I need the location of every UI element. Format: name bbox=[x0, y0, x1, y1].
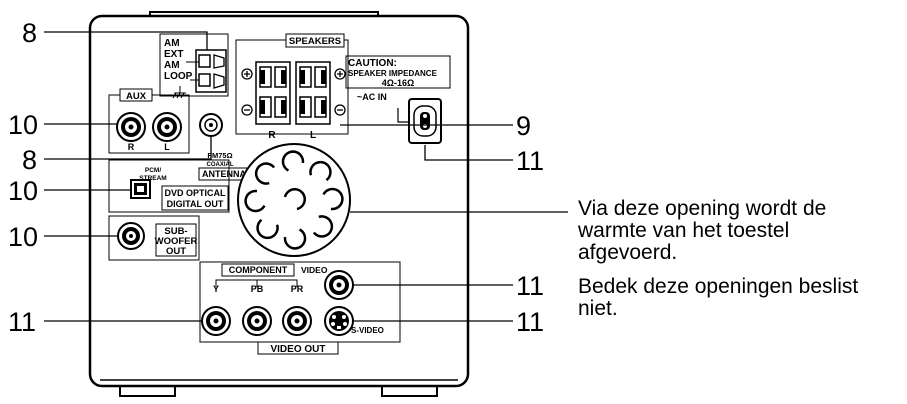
callout-11-video: 11 bbox=[516, 271, 544, 301]
aux-jack-l[interactable] bbox=[152, 112, 182, 142]
callout-leaders bbox=[44, 31, 568, 322]
optical-label-box bbox=[161, 185, 229, 211]
ac-pin-top bbox=[423, 114, 427, 118]
caution-label-box bbox=[345, 55, 451, 89]
vent-description-line-3: afgevoerd. bbox=[578, 241, 678, 264]
fm-label-2: COAXIAL bbox=[207, 162, 234, 168]
component-y-label: Y bbox=[213, 284, 219, 294]
aux-label: AUX bbox=[126, 91, 147, 102]
vent-description-line-1: Via deze opening wordt de bbox=[578, 197, 827, 220]
speaker-l-label: L bbox=[310, 130, 316, 141]
callout-11-s-video: 11 bbox=[516, 307, 544, 337]
subwoofer-jack[interactable] bbox=[117, 222, 145, 250]
pcm-label-2: STREAM bbox=[139, 175, 166, 182]
plus-mark-left bbox=[244, 71, 250, 77]
caution-label-1: CAUTION: bbox=[348, 58, 397, 69]
ac-inlet-bracket bbox=[397, 108, 411, 123]
ac-in-label: ~AC IN bbox=[357, 92, 387, 102]
am-terminal-loop[interactable] bbox=[198, 73, 211, 87]
sub-label-2: WOOFER bbox=[155, 236, 198, 247]
am-terminal-clips bbox=[213, 54, 225, 89]
am-loop-label-2: LOOP bbox=[164, 71, 193, 82]
vent-slot bbox=[254, 162, 276, 185]
vent-slot bbox=[322, 187, 344, 211]
aux-jack-r[interactable] bbox=[116, 112, 146, 142]
video-out-label: VIDEO OUT bbox=[270, 344, 325, 355]
vent-slot bbox=[244, 189, 266, 213]
subwoofer-panel bbox=[108, 215, 200, 261]
sub-label-3: OUT bbox=[166, 246, 186, 257]
callout-8-fm: 8 bbox=[22, 145, 37, 175]
am-loop-label-1: AM bbox=[164, 60, 180, 71]
component-label: COMPONENT bbox=[229, 265, 288, 275]
s-video-label: S-VIDEO bbox=[351, 326, 384, 335]
component-jack-y[interactable] bbox=[201, 306, 231, 336]
antenna-label: ANTENNA bbox=[202, 169, 246, 179]
video-jack[interactable] bbox=[324, 270, 354, 300]
component-jack-pr[interactable] bbox=[282, 306, 312, 336]
video-label: VIDEO bbox=[301, 265, 328, 275]
pcm-label-1: PCM/ bbox=[145, 167, 161, 174]
vent-slot bbox=[309, 160, 332, 182]
vent-description: Via deze opening wordt de warmte van het… bbox=[578, 198, 826, 264]
speakers-label-box bbox=[285, 33, 345, 48]
optical-out-port[interactable] bbox=[130, 179, 151, 199]
vent-slot bbox=[281, 150, 305, 172]
s-video-jack[interactable] bbox=[324, 306, 354, 336]
vent-slot bbox=[283, 228, 307, 250]
vent-warning-line-1: Bedek deze openingen beslist bbox=[578, 275, 859, 298]
callout-11-ac-in: 11 bbox=[516, 146, 544, 176]
component-pb-label: PB bbox=[251, 284, 264, 294]
vent-warning-line-2: niet. bbox=[578, 297, 618, 320]
component-label-box bbox=[221, 263, 295, 277]
am-terminal-ext[interactable] bbox=[198, 54, 211, 68]
aux-l-label: L bbox=[164, 142, 170, 152]
component-pr-label: PR bbox=[291, 284, 304, 294]
optical-label-1: DVD OPTICAL bbox=[164, 188, 226, 198]
vent-slot bbox=[256, 218, 279, 240]
callout-11-component: 11 bbox=[8, 307, 36, 337]
video-out-label-box bbox=[257, 341, 339, 355]
aux-label-box bbox=[119, 88, 153, 102]
vent-slot bbox=[312, 215, 334, 238]
component-jack-pb[interactable] bbox=[242, 306, 272, 336]
speakers-label: SPEAKERS bbox=[289, 36, 341, 47]
callout-9-speakers: 9 bbox=[516, 111, 531, 141]
ventilation-grille bbox=[237, 143, 351, 257]
vent-warning: Bedek deze openingen beslist niet. bbox=[578, 276, 858, 320]
fm-antenna-jack[interactable] bbox=[199, 113, 223, 137]
callout-10-subwoofer: 10 bbox=[8, 222, 38, 252]
fm-label-1: FM75Ω bbox=[207, 151, 232, 160]
am-ext-label-2: EXT bbox=[164, 49, 183, 60]
callout-8-am: 8 bbox=[22, 18, 37, 48]
am-antenna-panel bbox=[159, 33, 229, 97]
callout-10-optical: 10 bbox=[8, 176, 38, 206]
optical-label-2: DIGITAL OUT bbox=[167, 199, 224, 209]
component-bracket bbox=[215, 279, 298, 287]
subwoofer-label-box bbox=[155, 223, 197, 257]
plus-mark-right bbox=[337, 71, 343, 77]
speaker-clip-shading bbox=[260, 70, 326, 114]
speaker-r-label: R bbox=[268, 130, 276, 141]
vent-description-line-2: warmte van het toestel bbox=[578, 219, 790, 242]
sub-label-1: SUB- bbox=[164, 226, 187, 237]
caution-label-3: 4Ω-16Ω bbox=[382, 78, 414, 88]
optical-panel bbox=[108, 159, 230, 213]
vent-slot-center bbox=[283, 188, 306, 211]
aux-r-label: R bbox=[128, 142, 135, 152]
am-ext-label-1: AM bbox=[164, 38, 180, 49]
caution-label-2: SPEAKER IMPEDANCE bbox=[348, 69, 438, 78]
callout-10-aux: 10 bbox=[8, 110, 38, 140]
